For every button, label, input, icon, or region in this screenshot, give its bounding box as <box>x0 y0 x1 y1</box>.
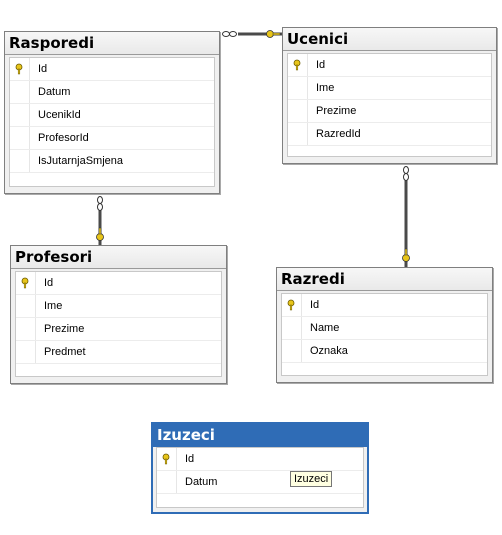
tooltip: Izuzeci <box>290 471 333 487</box>
column-name: Ime <box>316 82 335 94</box>
table-title: Rasporedi <box>5 32 219 55</box>
column-row[interactable]: IsJutarnjaSmjena <box>10 150 214 173</box>
key-icon <box>21 277 28 289</box>
table-izuzeci[interactable]: Izuzeci Id Datum <box>151 422 369 514</box>
column-name: ProfesorId <box>38 132 89 144</box>
column-row[interactable]: Datum <box>157 471 363 494</box>
column-list: Id Datum <box>156 447 364 508</box>
column-row[interactable]: Predmet <box>16 341 221 364</box>
infinity-icon <box>222 31 237 37</box>
column-list: Id Name Oznaka <box>281 293 488 376</box>
column-name: Name <box>310 322 340 334</box>
column-row[interactable]: Datum <box>10 81 214 104</box>
column-row[interactable]: ProfesorId <box>10 127 214 150</box>
table-title: Profesori <box>11 246 226 269</box>
key-icon <box>266 30 281 38</box>
column-name: RazredId <box>316 128 361 140</box>
relationship-ucenici-razredi[interactable] <box>402 166 410 268</box>
column-name: Datum <box>185 476 218 488</box>
column-row[interactable]: Oznaka <box>282 340 487 363</box>
column-row[interactable]: Id <box>288 54 491 77</box>
table-razredi[interactable]: Razredi Id Name Oznaka <box>276 267 493 383</box>
column-row[interactable]: Id <box>282 294 487 317</box>
key-icon <box>15 63 22 75</box>
column-row[interactable]: Id <box>16 272 221 295</box>
column-name: Id <box>38 63 48 75</box>
column-row[interactable]: Id <box>157 448 363 471</box>
key-icon <box>96 227 104 241</box>
column-name: Datum <box>38 86 71 98</box>
column-name: Oznaka <box>310 345 348 357</box>
infinity-icon <box>403 166 409 181</box>
column-list: Id Ime Prezime Predmet <box>15 271 222 377</box>
key-icon <box>162 453 169 465</box>
key-icon <box>287 299 294 311</box>
column-name: Id <box>185 453 195 465</box>
key-icon <box>293 59 300 71</box>
column-name: Ime <box>44 300 63 312</box>
relationship-rasporedi-profesori[interactable] <box>96 196 104 246</box>
column-list: Id Ime Prezime RazredId <box>287 53 492 157</box>
infinity-icon <box>97 196 103 211</box>
column-row[interactable]: Prezime <box>288 100 491 123</box>
table-title: Izuzeci <box>153 424 367 447</box>
column-row[interactable]: Prezime <box>16 318 221 341</box>
column-name: Prezime <box>316 105 357 117</box>
table-title: Ucenici <box>283 28 496 51</box>
column-row[interactable]: Id <box>10 58 214 81</box>
column-name: UcenikId <box>38 109 81 121</box>
column-row[interactable]: RazredId <box>288 123 491 146</box>
column-name: Id <box>310 299 320 311</box>
column-row[interactable]: Ime <box>16 295 221 318</box>
key-icon <box>402 248 410 262</box>
column-name: Id <box>44 277 54 289</box>
table-profesori[interactable]: Profesori Id Ime Prezime Predmet <box>10 245 227 384</box>
table-rasporedi[interactable]: Rasporedi Id Datum UcenikId ProfesorId I… <box>4 31 220 194</box>
column-name: Id <box>316 59 326 71</box>
column-name: Prezime <box>44 323 85 335</box>
column-row[interactable]: Name <box>282 317 487 340</box>
column-row[interactable]: UcenikId <box>10 104 214 127</box>
column-row[interactable]: Ime <box>288 77 491 100</box>
column-name: Predmet <box>44 346 86 358</box>
table-title: Razredi <box>277 268 492 291</box>
table-ucenici[interactable]: Ucenici Id Ime Prezime RazredId <box>282 27 497 164</box>
column-list: Id Datum UcenikId ProfesorId IsJutarnjaS… <box>9 57 215 187</box>
column-name: IsJutarnjaSmjena <box>38 155 123 167</box>
relationship-rasporedi-ucenici[interactable] <box>222 30 283 38</box>
